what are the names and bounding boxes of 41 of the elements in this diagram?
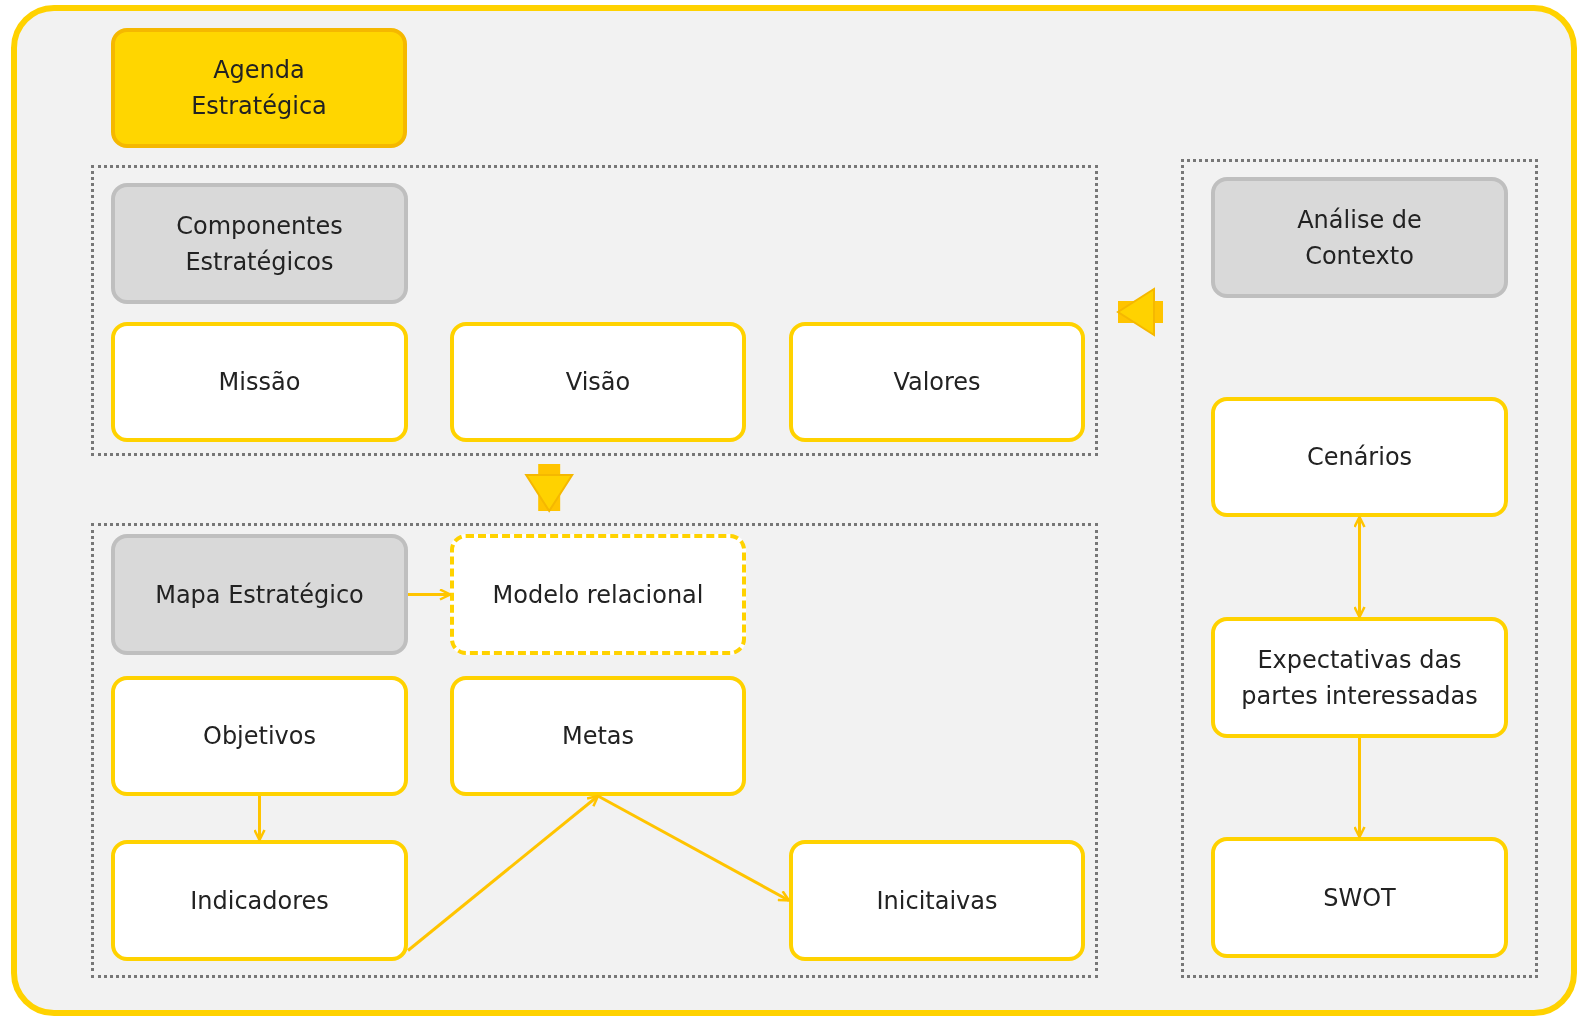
arrow [1353,515,1366,619]
process-box [1211,617,1508,738]
node-label: Visão [564,367,632,398]
title-box [111,28,407,148]
process-box [1211,397,1508,517]
process-box [111,840,408,961]
node-label: Metas [560,721,636,752]
group-frame [1181,159,1538,978]
node-label: Inicitaivas [875,885,999,917]
heading-box [111,534,408,655]
arrow [408,588,452,601]
node-label: Análise de Contexto [1296,204,1423,272]
heading-box [111,183,408,304]
node-label: Indicadores [189,885,330,917]
node-label: Agenda Estratégica [190,55,328,122]
process-box [111,322,408,442]
heading-box [1211,177,1508,298]
process-box [111,676,408,796]
arrow [407,794,600,952]
arrow [597,794,791,902]
block-arrow [525,464,574,512]
process-box [450,322,746,442]
group-frame [91,523,1098,978]
process-box [1211,837,1508,958]
group-frame [91,165,1098,456]
node-label: Mapa Estratégico [154,579,365,611]
node-label: Cenários [1305,442,1414,473]
node-label: SWOT [1322,882,1397,914]
process-box [789,322,1085,442]
process-box [450,676,746,796]
dashed-box [450,534,746,655]
arrow [1353,738,1366,839]
process-box [789,840,1085,961]
node-label: Missão [217,367,302,398]
arrow [253,796,266,842]
node-label: Valores [892,367,982,398]
block-arrow [1117,288,1163,336]
node-label: Objetivos [202,721,317,752]
node-label: Modelo relacional [491,579,705,611]
node-label: Expectativas das partes interessadas [1240,644,1479,712]
node-label: Componentes Estratégicos [175,210,344,278]
